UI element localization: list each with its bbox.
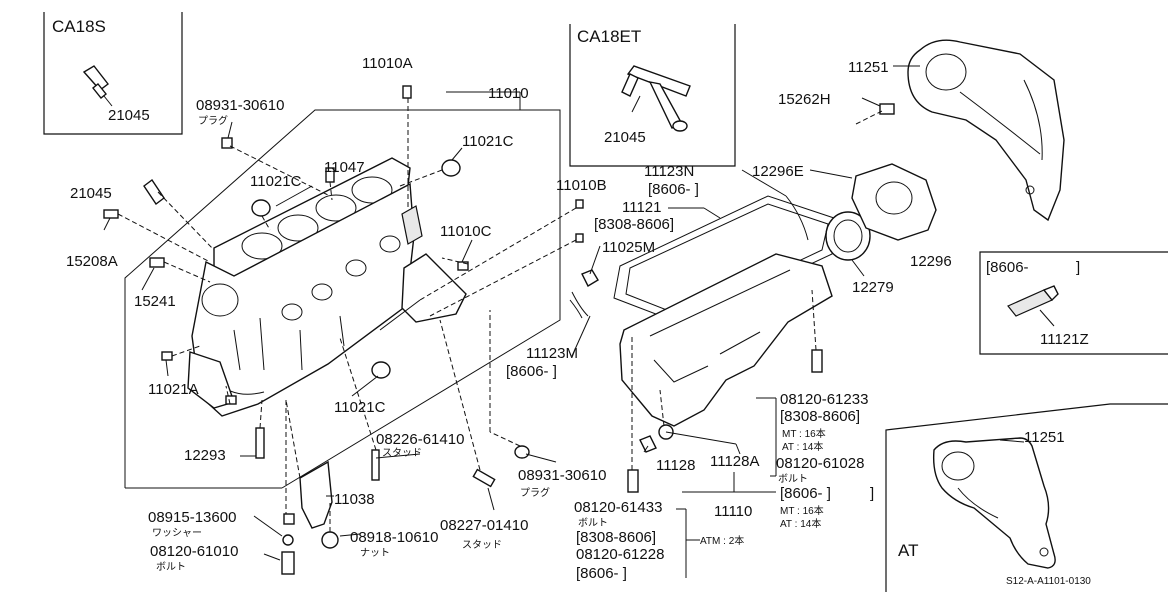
diagram-code: S12-A-A1101-0130 (1006, 576, 1091, 587)
label-date-8606-a: [8606- ] (780, 485, 831, 502)
label-08931-top: 08931-30610 (196, 97, 284, 114)
ca18et-part-21045: 21045 (604, 129, 646, 146)
svg-text:]: ] (1076, 259, 1080, 276)
block-assembly-outline (124, 109, 561, 489)
label-11123m: 11123M (526, 345, 578, 362)
label-08227: 08227-01410 (440, 517, 528, 534)
label-08120-61233: 08120-61233 (780, 391, 868, 408)
label-date-8606-b: [8606- ] (576, 565, 627, 582)
label-11021a: 11021A (148, 381, 199, 398)
label-08120-61433: 08120-61433 (574, 499, 662, 516)
label-15262h: 15262H (778, 91, 831, 108)
label-bolt-1: ボルト (156, 561, 186, 573)
label-11123n: 11123N (644, 163, 694, 180)
label-11010a: 11010A (362, 55, 413, 72)
label-11128a: 11128A (710, 453, 760, 470)
label-11121: 11121 (622, 199, 662, 216)
at-title: AT (898, 541, 918, 560)
oil-pan (571, 163, 937, 493)
ca18s-title: CA18S (52, 17, 106, 36)
label-11025m: 11025M (602, 239, 655, 256)
label-15208a: 15208A (66, 253, 118, 270)
label-08120-61010: 08120-61010 (150, 543, 238, 560)
ca18s-part-21045: 21045 (108, 107, 150, 124)
solid-leaders (103, 65, 1025, 578)
label-12296e: 12296E (752, 163, 804, 180)
label-11021c-c: 11021C (334, 399, 386, 416)
bracket-marks: ] (870, 485, 874, 502)
label-11123m-date: [8606- ] (506, 363, 557, 380)
label-11251: 11251 (848, 59, 889, 76)
label-15241: 15241 (134, 293, 176, 310)
label-plug-bot: プラグ (520, 486, 550, 499)
label-08931-bot: 08931-30610 (518, 467, 606, 484)
label-11110: 11110 (714, 503, 752, 520)
label-mt-16-b: MT : 16本 (780, 504, 824, 517)
label-11047: 11047 (324, 159, 365, 176)
label-11123n-date: [8606- ] (648, 181, 699, 198)
block-dashed-leaders (117, 98, 577, 532)
label-11010: 11010 (488, 85, 529, 102)
block-small-parts (103, 85, 599, 575)
label-bolt-3: ボルト (578, 517, 608, 529)
pan-dashed-leaders (631, 289, 817, 470)
svg-text:]: ] (870, 485, 874, 502)
label-08918: 08918-10610 (350, 529, 438, 546)
label-at-14-a: AT : 14本 (782, 440, 823, 453)
label-nut: ナット (360, 547, 390, 559)
label-bolt-2: ボルト (778, 473, 808, 485)
label-21045: 21045 (70, 185, 112, 202)
label-stud-2: スタッド (462, 539, 502, 551)
label-08120-61028: 08120-61028 (776, 455, 864, 472)
label-12279: 12279 (852, 279, 894, 296)
label-08226: 08226-61410 (376, 431, 464, 448)
label-11038: 11038 (334, 491, 375, 508)
label-12296: 12296 (910, 253, 952, 270)
ca18s-inset: CA18S 21045 (43, 12, 183, 135)
revision-tube-inset: [8606- ] 11121Z (979, 251, 1168, 355)
label-mt-16-a: MT : 16本 (782, 427, 826, 440)
label-atm-2: ATM : 2本 (700, 534, 744, 547)
label-11128: 11128 (656, 457, 696, 474)
label-11010c: 11010C (440, 223, 492, 240)
rear-plate (855, 39, 1065, 222)
cylinder-block (187, 157, 467, 417)
ca18et-inset: CA18ET 21045 (569, 24, 736, 167)
ca18et-title: CA18ET (577, 27, 641, 46)
part-labels: 11010A 11010 08931-30610 プラグ 11047 11021… (66, 55, 1091, 587)
at-part-11251: 11251 (1024, 429, 1065, 446)
label-11021c-b: 11021C (462, 133, 514, 150)
tube-part-11121z: 11121Z (1040, 331, 1089, 348)
label-date-8308-8606-b: [8308-8606] (576, 529, 656, 546)
label-washer: ワッシャー (152, 528, 202, 539)
label-date-8308-8606-a: [8308-8606] (780, 408, 860, 425)
tube-date: [8606- (986, 259, 1029, 276)
label-at-14-b: AT : 14本 (780, 517, 821, 530)
label-11121-date: [8308-8606] (594, 216, 674, 233)
label-11010b: 11010B (556, 177, 607, 194)
label-stud-1: スタッド (382, 447, 422, 459)
label-plug-top: プラグ (198, 114, 228, 127)
label-08120-61228: 08120-61228 (576, 546, 664, 563)
label-11021c-a: 11021C (250, 173, 302, 190)
at-inset: AT 11251 (885, 403, 1168, 592)
label-12293: 12293 (184, 447, 226, 464)
label-08915: 08915-13600 (148, 509, 236, 526)
